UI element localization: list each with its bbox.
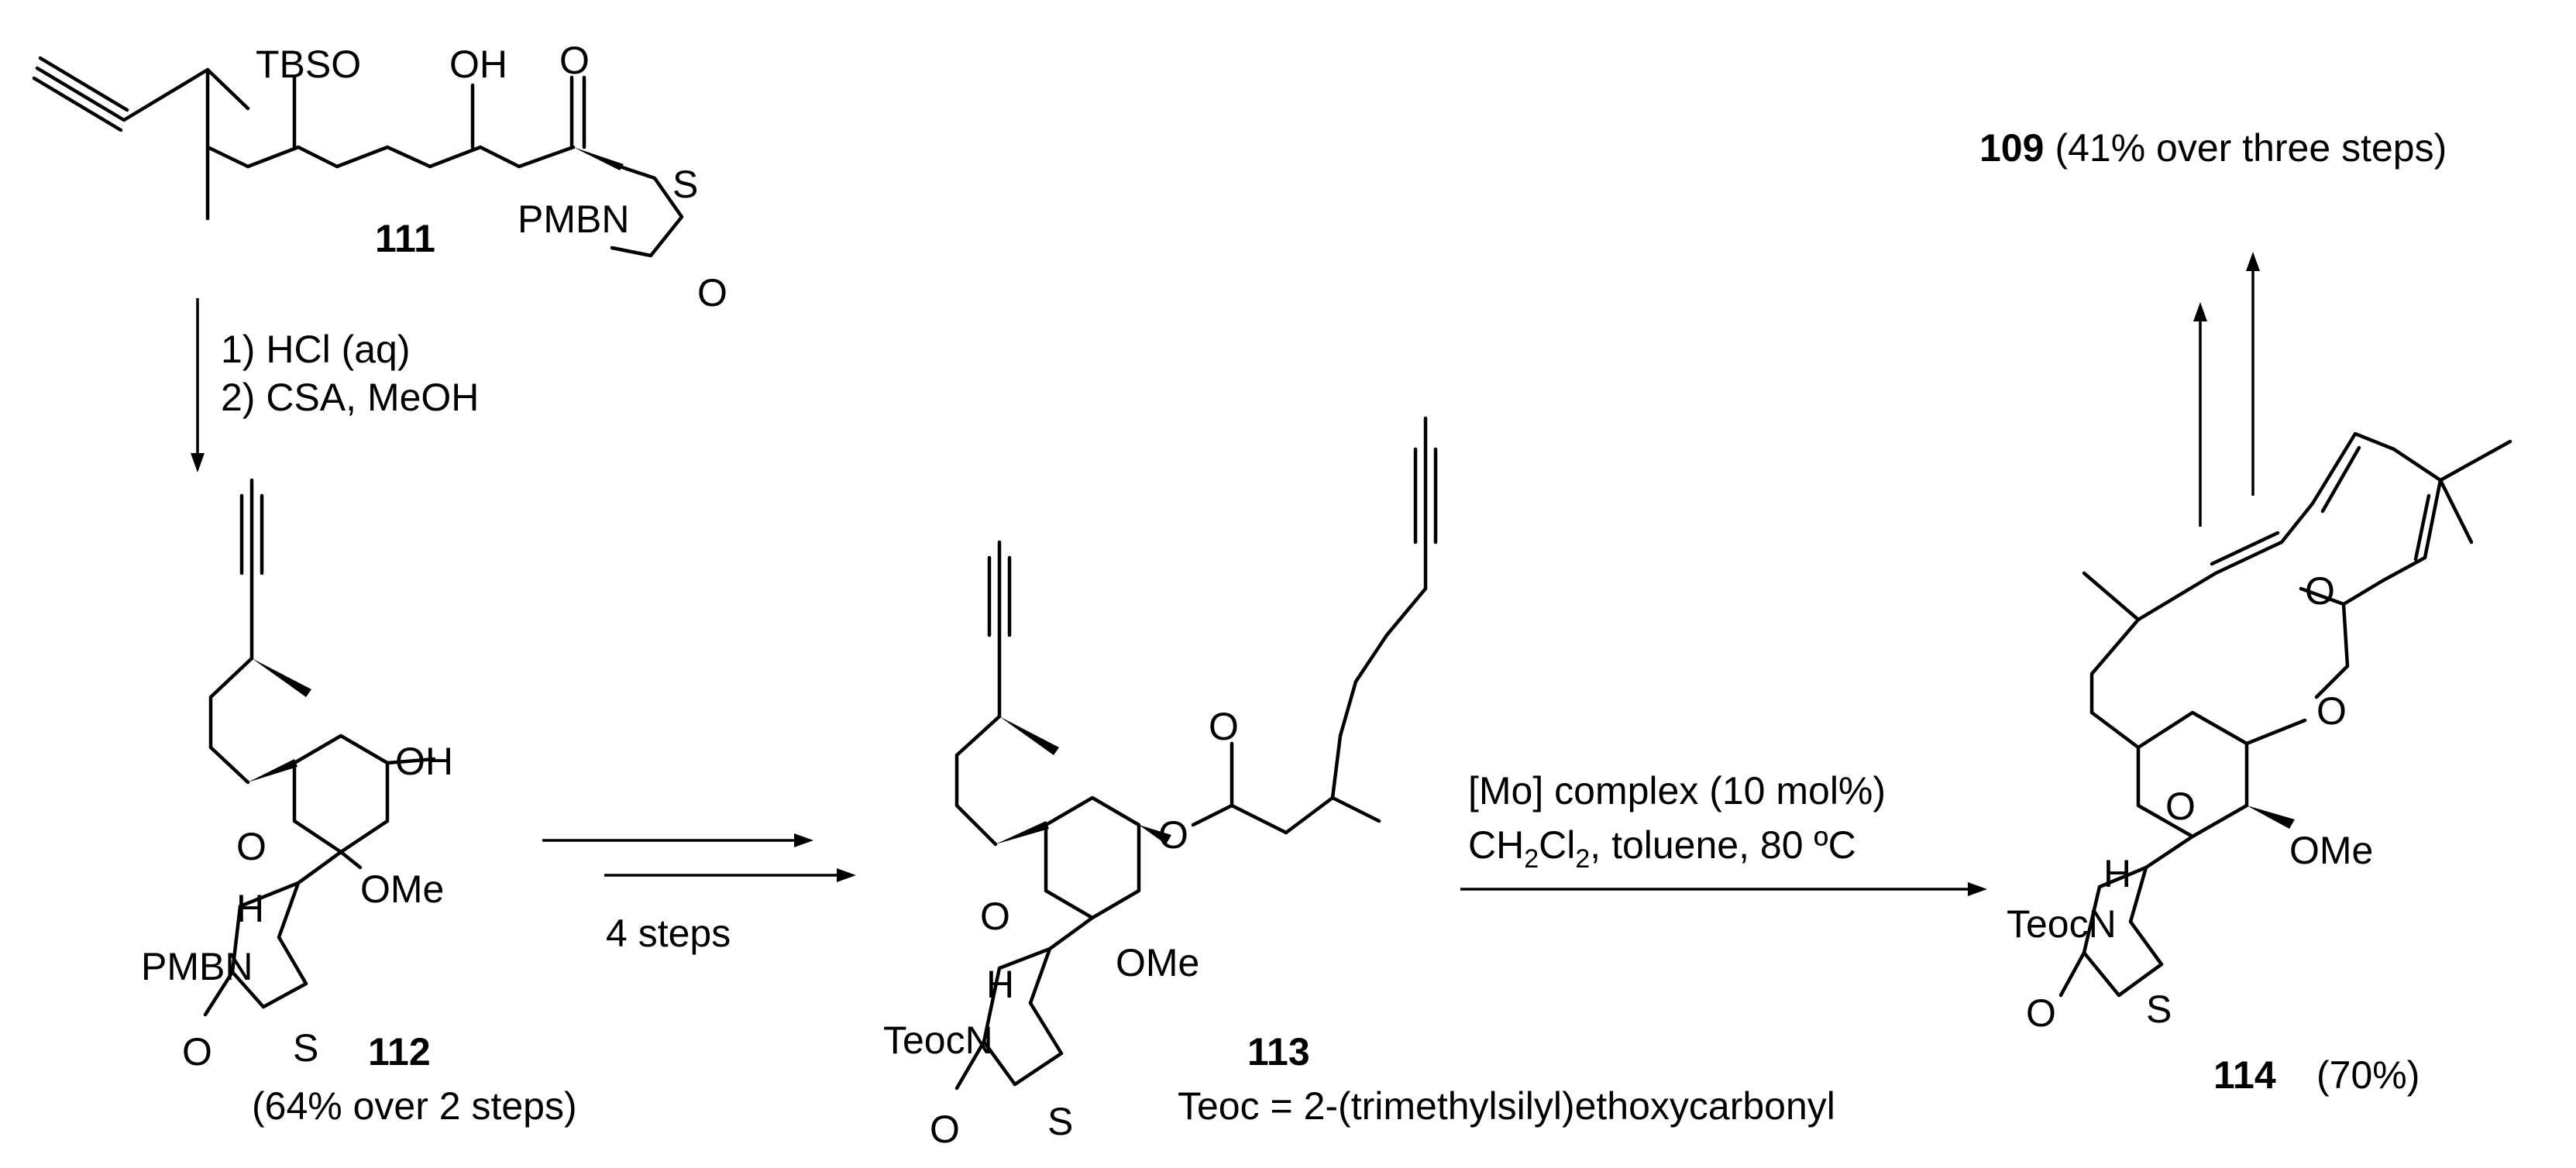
atom-111-oh: OH <box>449 43 507 86</box>
bond-111-chain <box>35 66 250 122</box>
atom-114-h: H <box>2103 852 2131 895</box>
teoc-footnote: Teoc = 2-(trimethylsilyl)ethoxycarbonyl <box>1178 1084 1835 1128</box>
atom-113-h: H <box>986 963 1014 1006</box>
label-112: 112 <box>368 1030 431 1074</box>
atom-111-tbso: TBSO <box>256 43 361 86</box>
atom-114-carbonyl-o: O <box>2026 991 2056 1035</box>
atom-114-s: S <box>2146 988 2172 1031</box>
step1-line2: 2) CSA, MeOH <box>221 376 479 419</box>
atom-111-pmbn: PMBN <box>518 198 629 241</box>
label-114: 114 <box>2213 1053 2276 1097</box>
label-113: 113 <box>1247 1030 1310 1074</box>
arrow-step3 <box>1460 882 1987 896</box>
compound-111: TBSO OH O S PMBN O 111 <box>32 39 727 314</box>
arrow-step4 <box>2193 252 2260 527</box>
compound-114: O O O OMe H TeocN O S 114 (70%) <box>2007 431 2512 1097</box>
atom-111-ketone-o: O <box>559 39 590 82</box>
step3-line1: [Mo] complex (10 mol%) <box>1468 769 1886 812</box>
atom-114-ring-o: O <box>2165 785 2196 828</box>
atom-113-s: S <box>1047 1100 1073 1143</box>
atom-112-oh: OH <box>395 740 453 783</box>
atom-113-ring-o: O <box>980 895 1010 938</box>
atom-112-pmbn: PMBN <box>141 945 253 988</box>
step2-note: 4 steps <box>606 912 731 955</box>
atom-114-ome: OMe <box>2289 829 2373 872</box>
atom-112-ring-o: O <box>236 825 267 868</box>
atom-113-carbonyl-ester-o: O <box>1209 705 1239 748</box>
atom-114-teocn: TeocN <box>2007 902 2117 946</box>
atom-113-ome: OMe <box>1116 941 1199 984</box>
atom-113-teocn: TeocN <box>883 1019 993 1062</box>
atom-111-s: S <box>672 163 698 206</box>
atom-112-h: H <box>236 887 264 930</box>
compound-112: OH O OMe H PMBN O S 112 (64% over 2 step… <box>141 478 577 1128</box>
arrow-step1 <box>191 298 205 472</box>
step3-line2: CH2Cl2, toluene, 80 ºC <box>1468 823 1856 874</box>
atom-113-ester-o: O <box>1158 813 1188 857</box>
label-111: 111 <box>375 217 435 260</box>
compound-113: O O O OMe H TeocN O S 113 <box>883 416 1438 1151</box>
atom-111-carbonyl-o: O <box>697 271 727 314</box>
atom-112-carbonyl-o: O <box>182 1030 212 1074</box>
atom-112-s: S <box>293 1026 318 1070</box>
atom-112-ome: OMe <box>360 867 444 911</box>
arrow-step2 <box>542 833 856 882</box>
step1-line1: 1) HCl (aq) <box>221 328 410 371</box>
yield-114: (70%) <box>2316 1053 2420 1097</box>
yield-112: (64% over 2 steps) <box>252 1084 577 1128</box>
atom-114-ester-o: O <box>2316 689 2347 733</box>
compound-109: 109(41% over three steps) <box>1979 126 2447 170</box>
atom-114-carbonyl-ester-o: O <box>2305 569 2335 613</box>
atom-113-carbonyl-o: O <box>930 1108 960 1151</box>
label-109: 109 <box>1979 126 2044 170</box>
yield-109: (41% over three steps) <box>2055 126 2447 170</box>
